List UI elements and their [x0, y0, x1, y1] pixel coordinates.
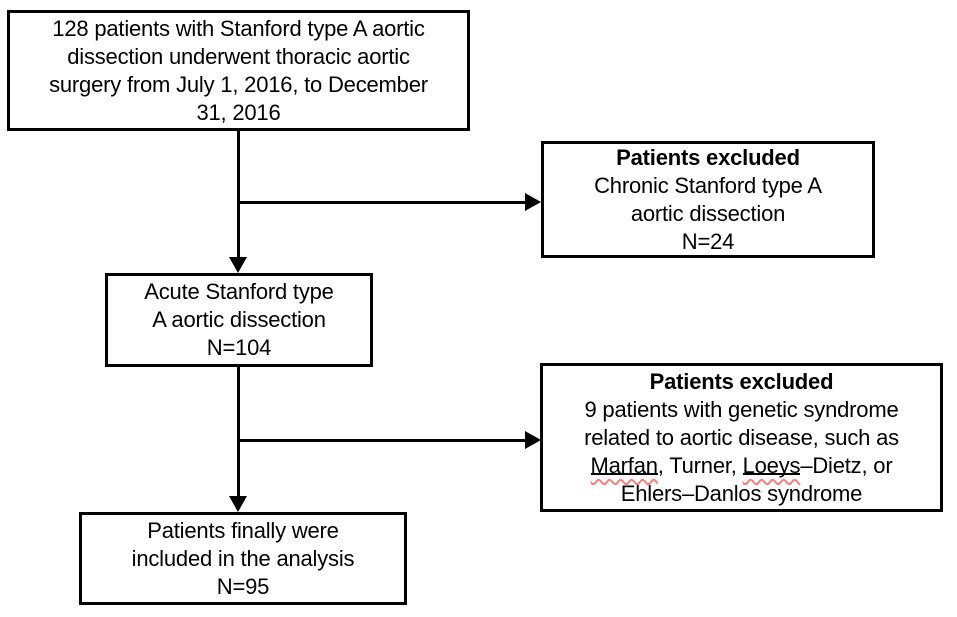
arrowhead-down-icon [229, 257, 247, 273]
text-segment: Ehlers–Danlos syndrome [620, 480, 863, 506]
arrowhead-right-icon [525, 193, 541, 211]
box-acute-dissection: Acute Stanford type A aortic dissection … [105, 273, 373, 367]
box-acute-dissection-text: Acute Stanford type A aortic dissection … [144, 279, 334, 360]
text-segment: 9 patients with genetic syndrome [584, 396, 899, 422]
connector-vertical-2 [237, 367, 240, 497]
box-excluded-genetic: Patients excluded 9 patients with geneti… [540, 363, 943, 512]
misspelled-word: Marfan [590, 452, 658, 478]
connector-vertical-1 [237, 131, 240, 259]
box-enrollment-text: 128 patients with Stanford type A aortic… [49, 15, 428, 125]
text-segment: –Dietz, or [800, 452, 893, 478]
box-excluded-chronic-body: Chronic Stanford type A aortic dissectio… [594, 172, 822, 254]
misspelled-word: Loeys [742, 452, 801, 478]
box-excluded-genetic-title: Patients excluded [649, 368, 834, 394]
box-final-analysis: Patients finally were included in the an… [79, 512, 407, 605]
connector-branch-1 [238, 201, 526, 204]
text-segment: related to aortic disease, such as [584, 424, 899, 450]
arrowhead-down-icon [229, 496, 247, 512]
box-excluded-chronic-title: Patients excluded [616, 144, 800, 170]
box-excluded-chronic: Patients excluded Chronic Stanford type … [541, 141, 875, 258]
arrowhead-right-icon [525, 431, 541, 449]
box-final-analysis-text: Patients finally were included in the an… [131, 517, 355, 599]
text-segment: , Turner, [657, 452, 743, 478]
connector-branch-2 [238, 439, 526, 442]
box-enrollment: 128 patients with Stanford type A aortic… [7, 10, 470, 131]
